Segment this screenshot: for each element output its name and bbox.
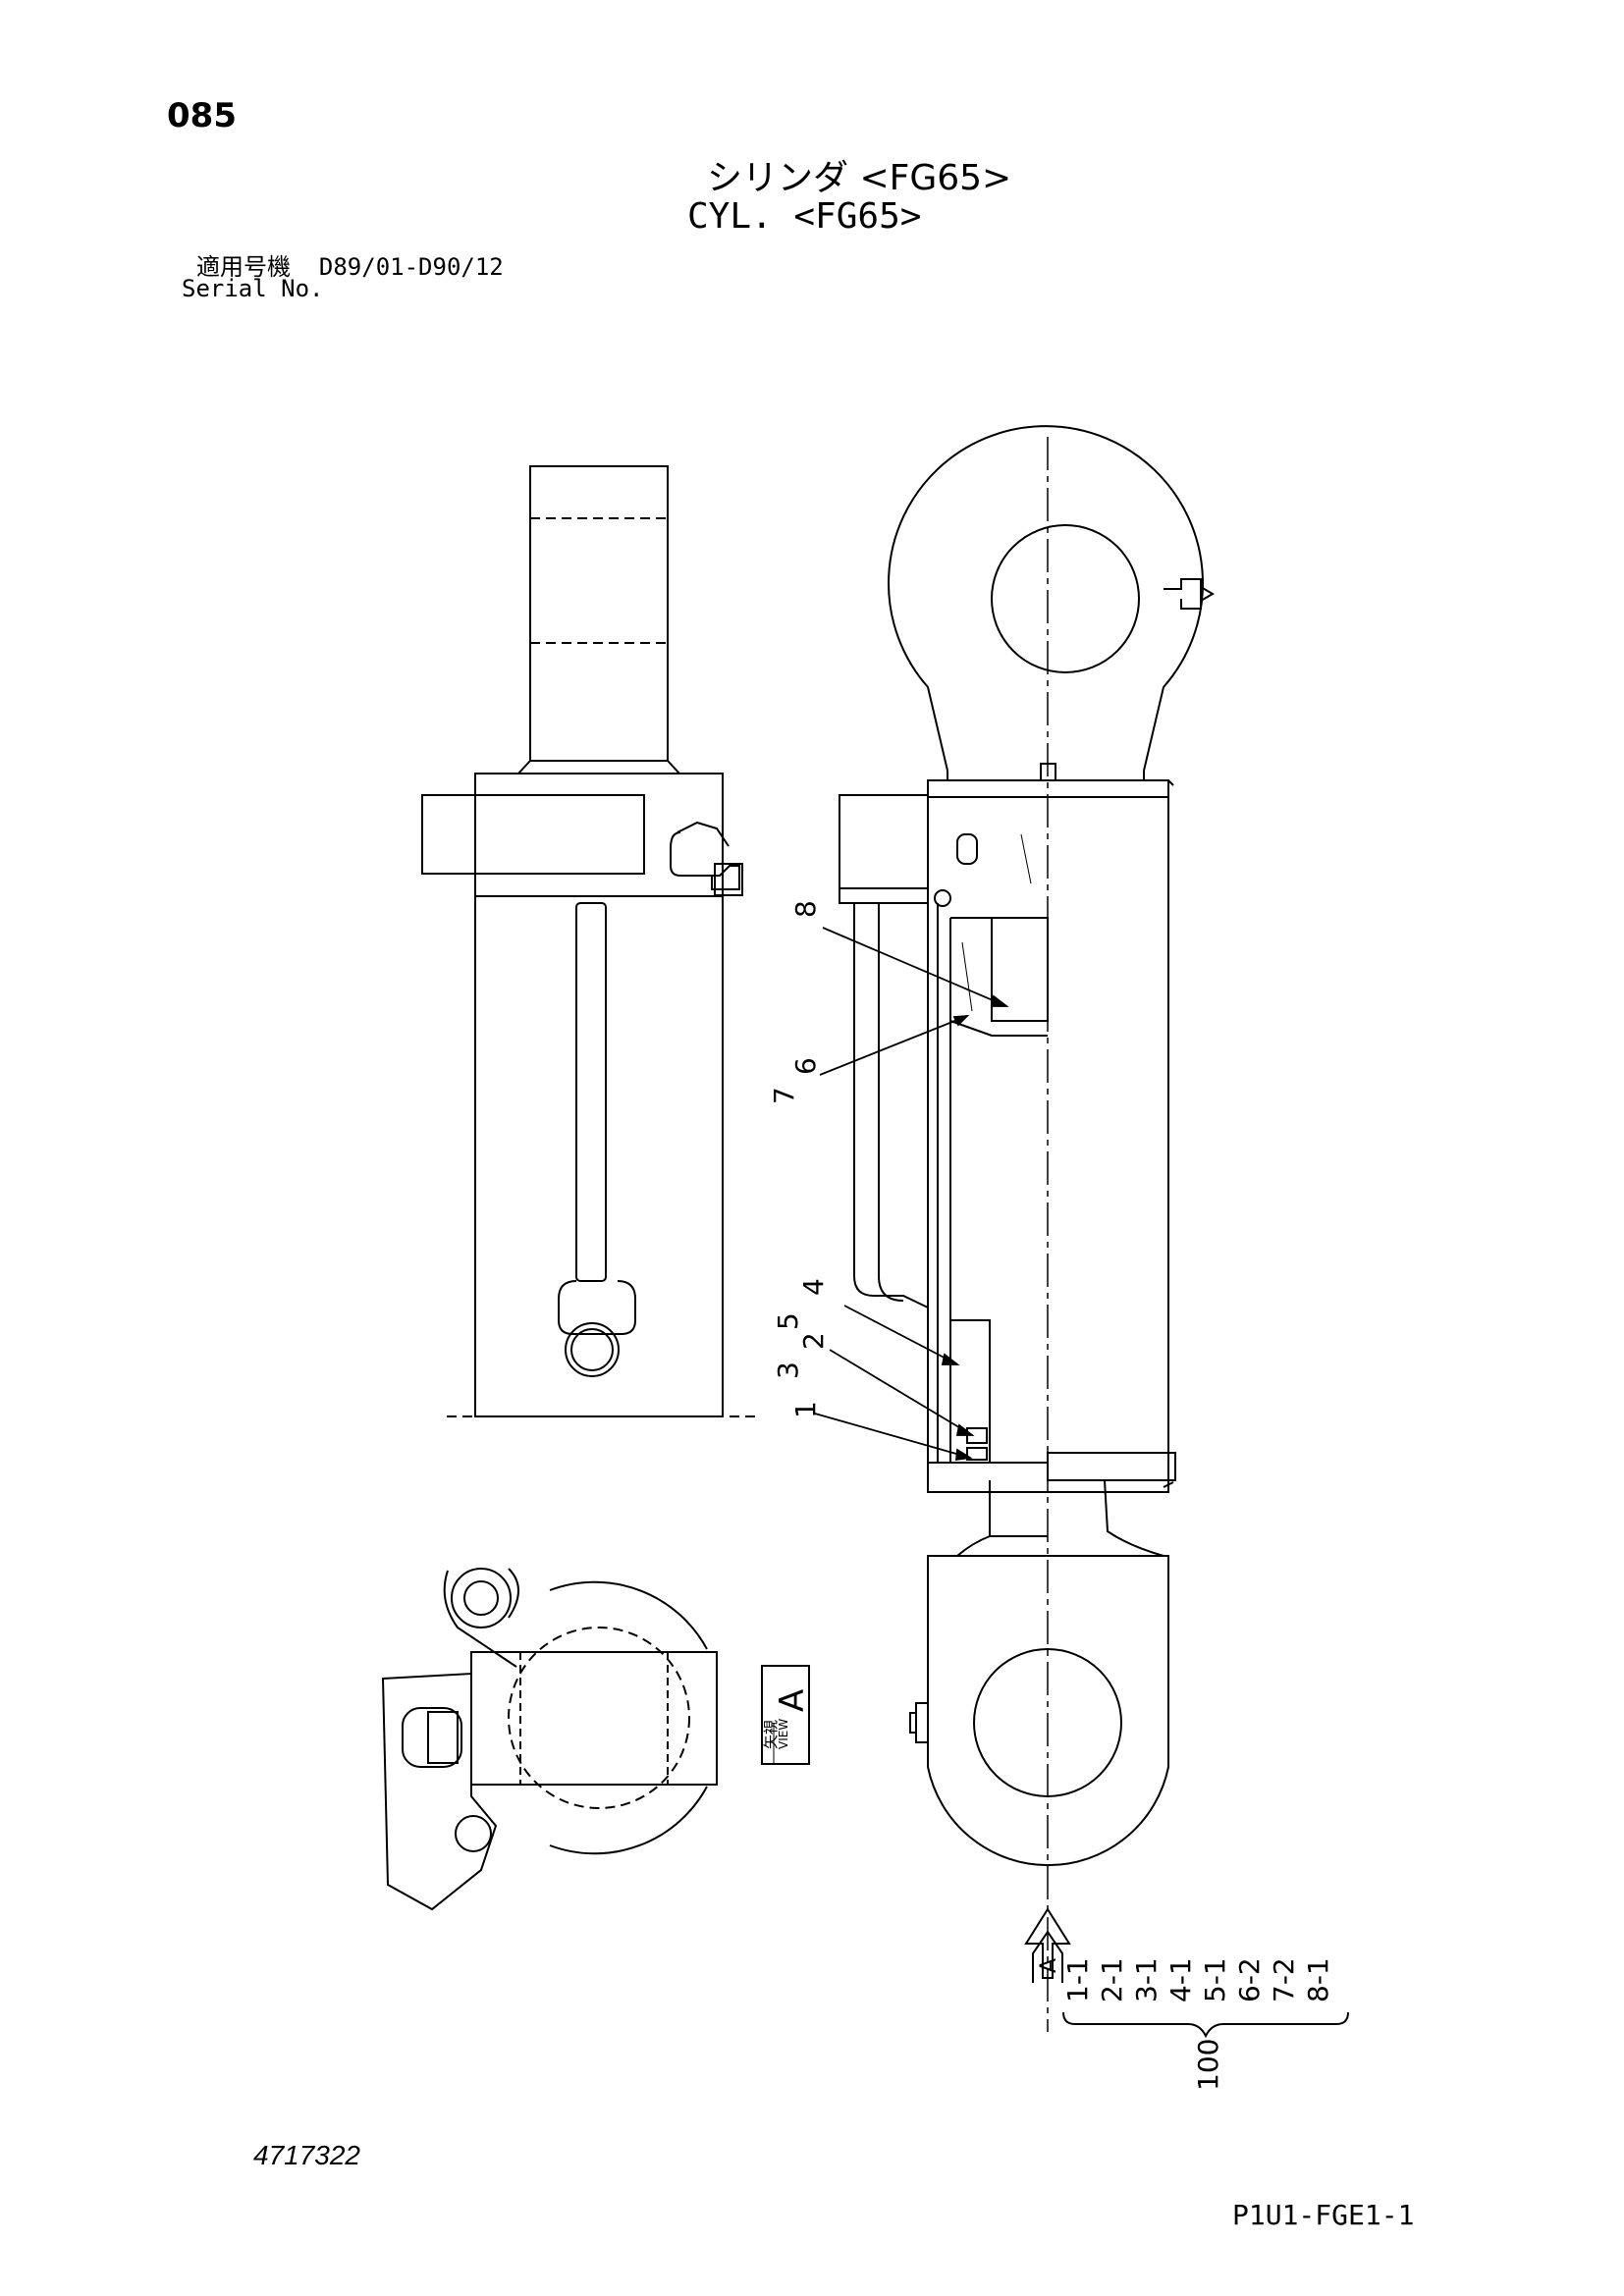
callout-leaders: [814, 927, 1009, 1462]
serial-range: D89/01-D90/12: [318, 253, 504, 281]
part-2-1: 2-1: [1096, 1957, 1128, 2002]
serial-line: 適用号機 D89/01-D90/12: [196, 247, 504, 282]
view-a-box: [761, 1665, 810, 1765]
section-view: [839, 425, 1215, 2032]
page-code: P1U1-FGE1-1: [1232, 2199, 1415, 2231]
view-box-jp: 矢視: [762, 1720, 780, 1749]
serial-label-jp: 適用号機: [196, 253, 291, 281]
drawing-number: 4717322: [253, 2140, 361, 2170]
side-view: [421, 465, 756, 1417]
callout-3: 3: [772, 1362, 804, 1379]
callout-1: 1: [789, 1401, 822, 1418]
part-1-1: 1-1: [1061, 1957, 1094, 2002]
callout-8: 8: [789, 900, 822, 918]
callout-7: 7: [768, 1087, 800, 1104]
part-6-2: 6-2: [1233, 1957, 1266, 2002]
callout-4: 4: [797, 1278, 830, 1296]
title-japanese: シリンダ <FG65>: [707, 158, 1012, 198]
view-arrow-letter: A: [1037, 1958, 1061, 1973]
page-number: 085: [167, 96, 237, 135]
part-4-1: 4-1: [1164, 1957, 1197, 2002]
end-view: [381, 1568, 718, 1911]
view-box-en: VIEW: [777, 1719, 790, 1749]
serial-label-en: Serial No.: [182, 275, 324, 302]
parts-list-brace: [1062, 2011, 1349, 2039]
assembly-number: 100: [1192, 2039, 1224, 2091]
part-8-1: 8-1: [1302, 1957, 1334, 2002]
title-english: CYL. <FG65>: [687, 196, 922, 237]
view-box-letter: A: [773, 1689, 812, 1712]
part-3-1: 3-1: [1130, 1957, 1163, 2002]
callout-2: 2: [797, 1332, 830, 1350]
callout-6: 6: [789, 1057, 822, 1075]
callout-5: 5: [772, 1312, 804, 1330]
part-5-1: 5-1: [1199, 1957, 1231, 2002]
part-7-2: 7-2: [1268, 1957, 1300, 2002]
